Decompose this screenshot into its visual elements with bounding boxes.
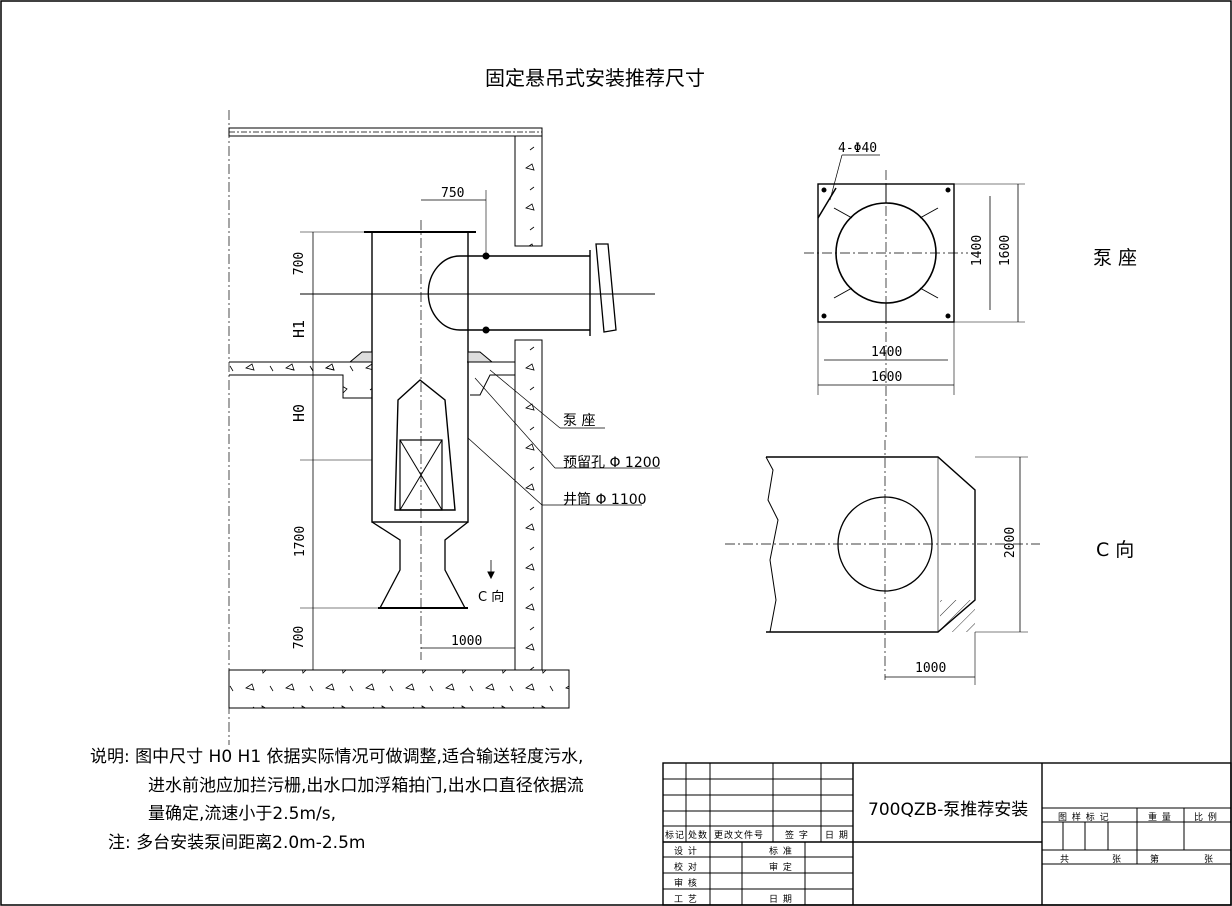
role-design: 设 计 (674, 847, 698, 857)
rev-header-mark: 标记 (665, 831, 686, 841)
role-standard: 标 准 (769, 847, 793, 857)
dim-1400-vertical: 1400 (970, 234, 986, 267)
pump-seat-view (804, 154, 1025, 440)
note-line-2: 进水前池应加拦污栅,出水口加浮箱拍门,出水口直径依据流 (148, 776, 584, 796)
role-process: 工 艺 (674, 895, 698, 905)
dim-1400-horizontal: 1400 (871, 345, 903, 360)
rev-header-sign: 签 字 (785, 831, 809, 841)
label-shaft: 井筒 Φ 1100 (563, 492, 647, 508)
role-approve: 审 定 (769, 863, 793, 873)
dim-1000: 1000 (451, 634, 483, 649)
label-reserved-hole: 预留孔 Φ 1200 (563, 455, 661, 471)
sheet-total-label: 共 (1060, 855, 1071, 865)
meta-weight: 重 量 (1148, 813, 1172, 823)
pump-seat-view-label: 泵 座 (1093, 247, 1138, 269)
dim-bolts: 4-Φ40 (838, 141, 878, 156)
rev-header-date: 日 期 (825, 831, 849, 841)
role-date: 日 期 (769, 895, 793, 905)
rev-header-doc: 更改文件号 (714, 831, 765, 841)
label-c-direction: C 向 (478, 590, 505, 605)
c-view-label: C 向 (1096, 539, 1135, 561)
drawing-name: 700QZB-泵推荐安装 (868, 800, 1029, 820)
dim-700-bot: 700 (292, 625, 308, 650)
drawing-title: 固定悬吊式安装推荐尺寸 (485, 66, 705, 90)
section-view (228, 110, 660, 745)
sheet-no-label: 第 (1150, 855, 1161, 865)
meta-drawing-mark: 图 样 标 记 (1058, 813, 1110, 823)
sheet-unit-label: 张 (1112, 855, 1123, 865)
note-line-3: 量确定,流速小于2.5m/s, (148, 804, 336, 824)
dim-1700: 1700 (293, 525, 309, 558)
dim-h1: H1 (290, 319, 309, 339)
dim-2000: 2000 (1003, 526, 1019, 559)
c-view (725, 440, 1040, 685)
label-pump-seat: 泵 座 (563, 413, 596, 429)
dim-1000-c: 1000 (915, 661, 947, 676)
title-block-grid (662, 762, 1232, 906)
dim-700-top: 700 (292, 251, 308, 276)
dim-1600-vertical: 1600 (998, 234, 1014, 267)
dim-1600-horizontal: 1600 (871, 370, 903, 385)
dim-h0: H0 (290, 403, 309, 423)
meta-scale: 比 例 (1194, 813, 1218, 823)
dim-750: 750 (441, 186, 465, 201)
rev-header-count: 处数 (688, 831, 709, 841)
note-line-4: 注: 多台安装泵间距离2.0m-2.5m (108, 833, 366, 853)
role-check: 校 对 (674, 863, 698, 873)
sheet-unit2-label: 张 (1204, 855, 1215, 865)
note-line-1: 说明: 图中尺寸 H0 H1 依据实际情况可做调整,适合输送轻度污水, (90, 747, 584, 767)
role-review: 审 核 (674, 879, 698, 889)
